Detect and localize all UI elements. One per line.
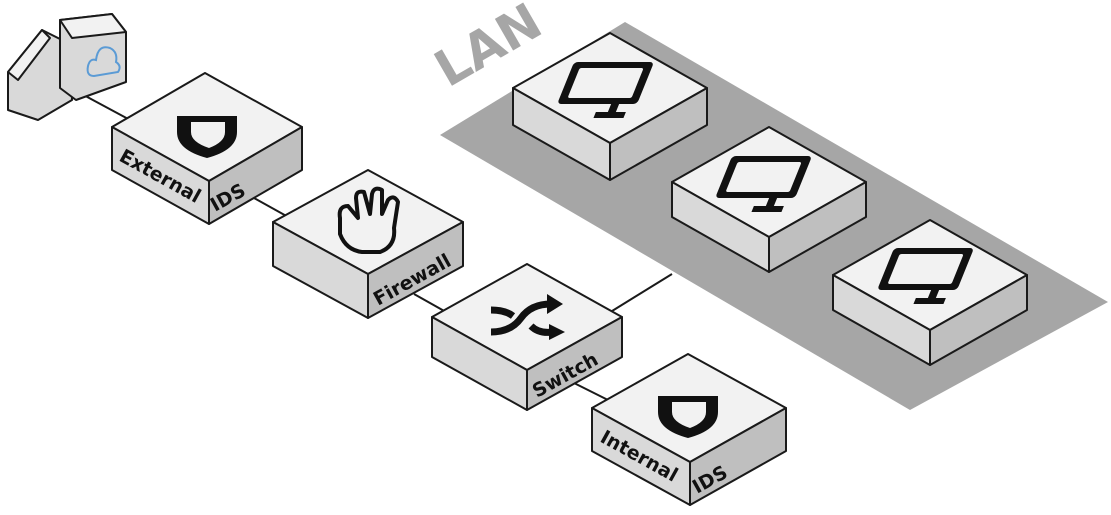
internet-node xyxy=(7,13,127,121)
switch-node: Switch xyxy=(431,263,623,411)
link-switch-lan xyxy=(603,273,673,317)
lan-host-1 xyxy=(512,32,708,181)
link-switch-internal-ids xyxy=(571,381,609,401)
link-external-ids-firewall xyxy=(253,197,291,219)
lan-host-2 xyxy=(671,126,867,273)
cloud-icon xyxy=(86,46,121,78)
external-ids-node: External IDS xyxy=(111,72,303,225)
lan-host-3 xyxy=(832,219,1028,366)
firewall-node: Firewall xyxy=(272,169,464,319)
internal-ids-node: Internal IDS xyxy=(591,353,787,506)
link-firewall-switch xyxy=(413,293,447,313)
